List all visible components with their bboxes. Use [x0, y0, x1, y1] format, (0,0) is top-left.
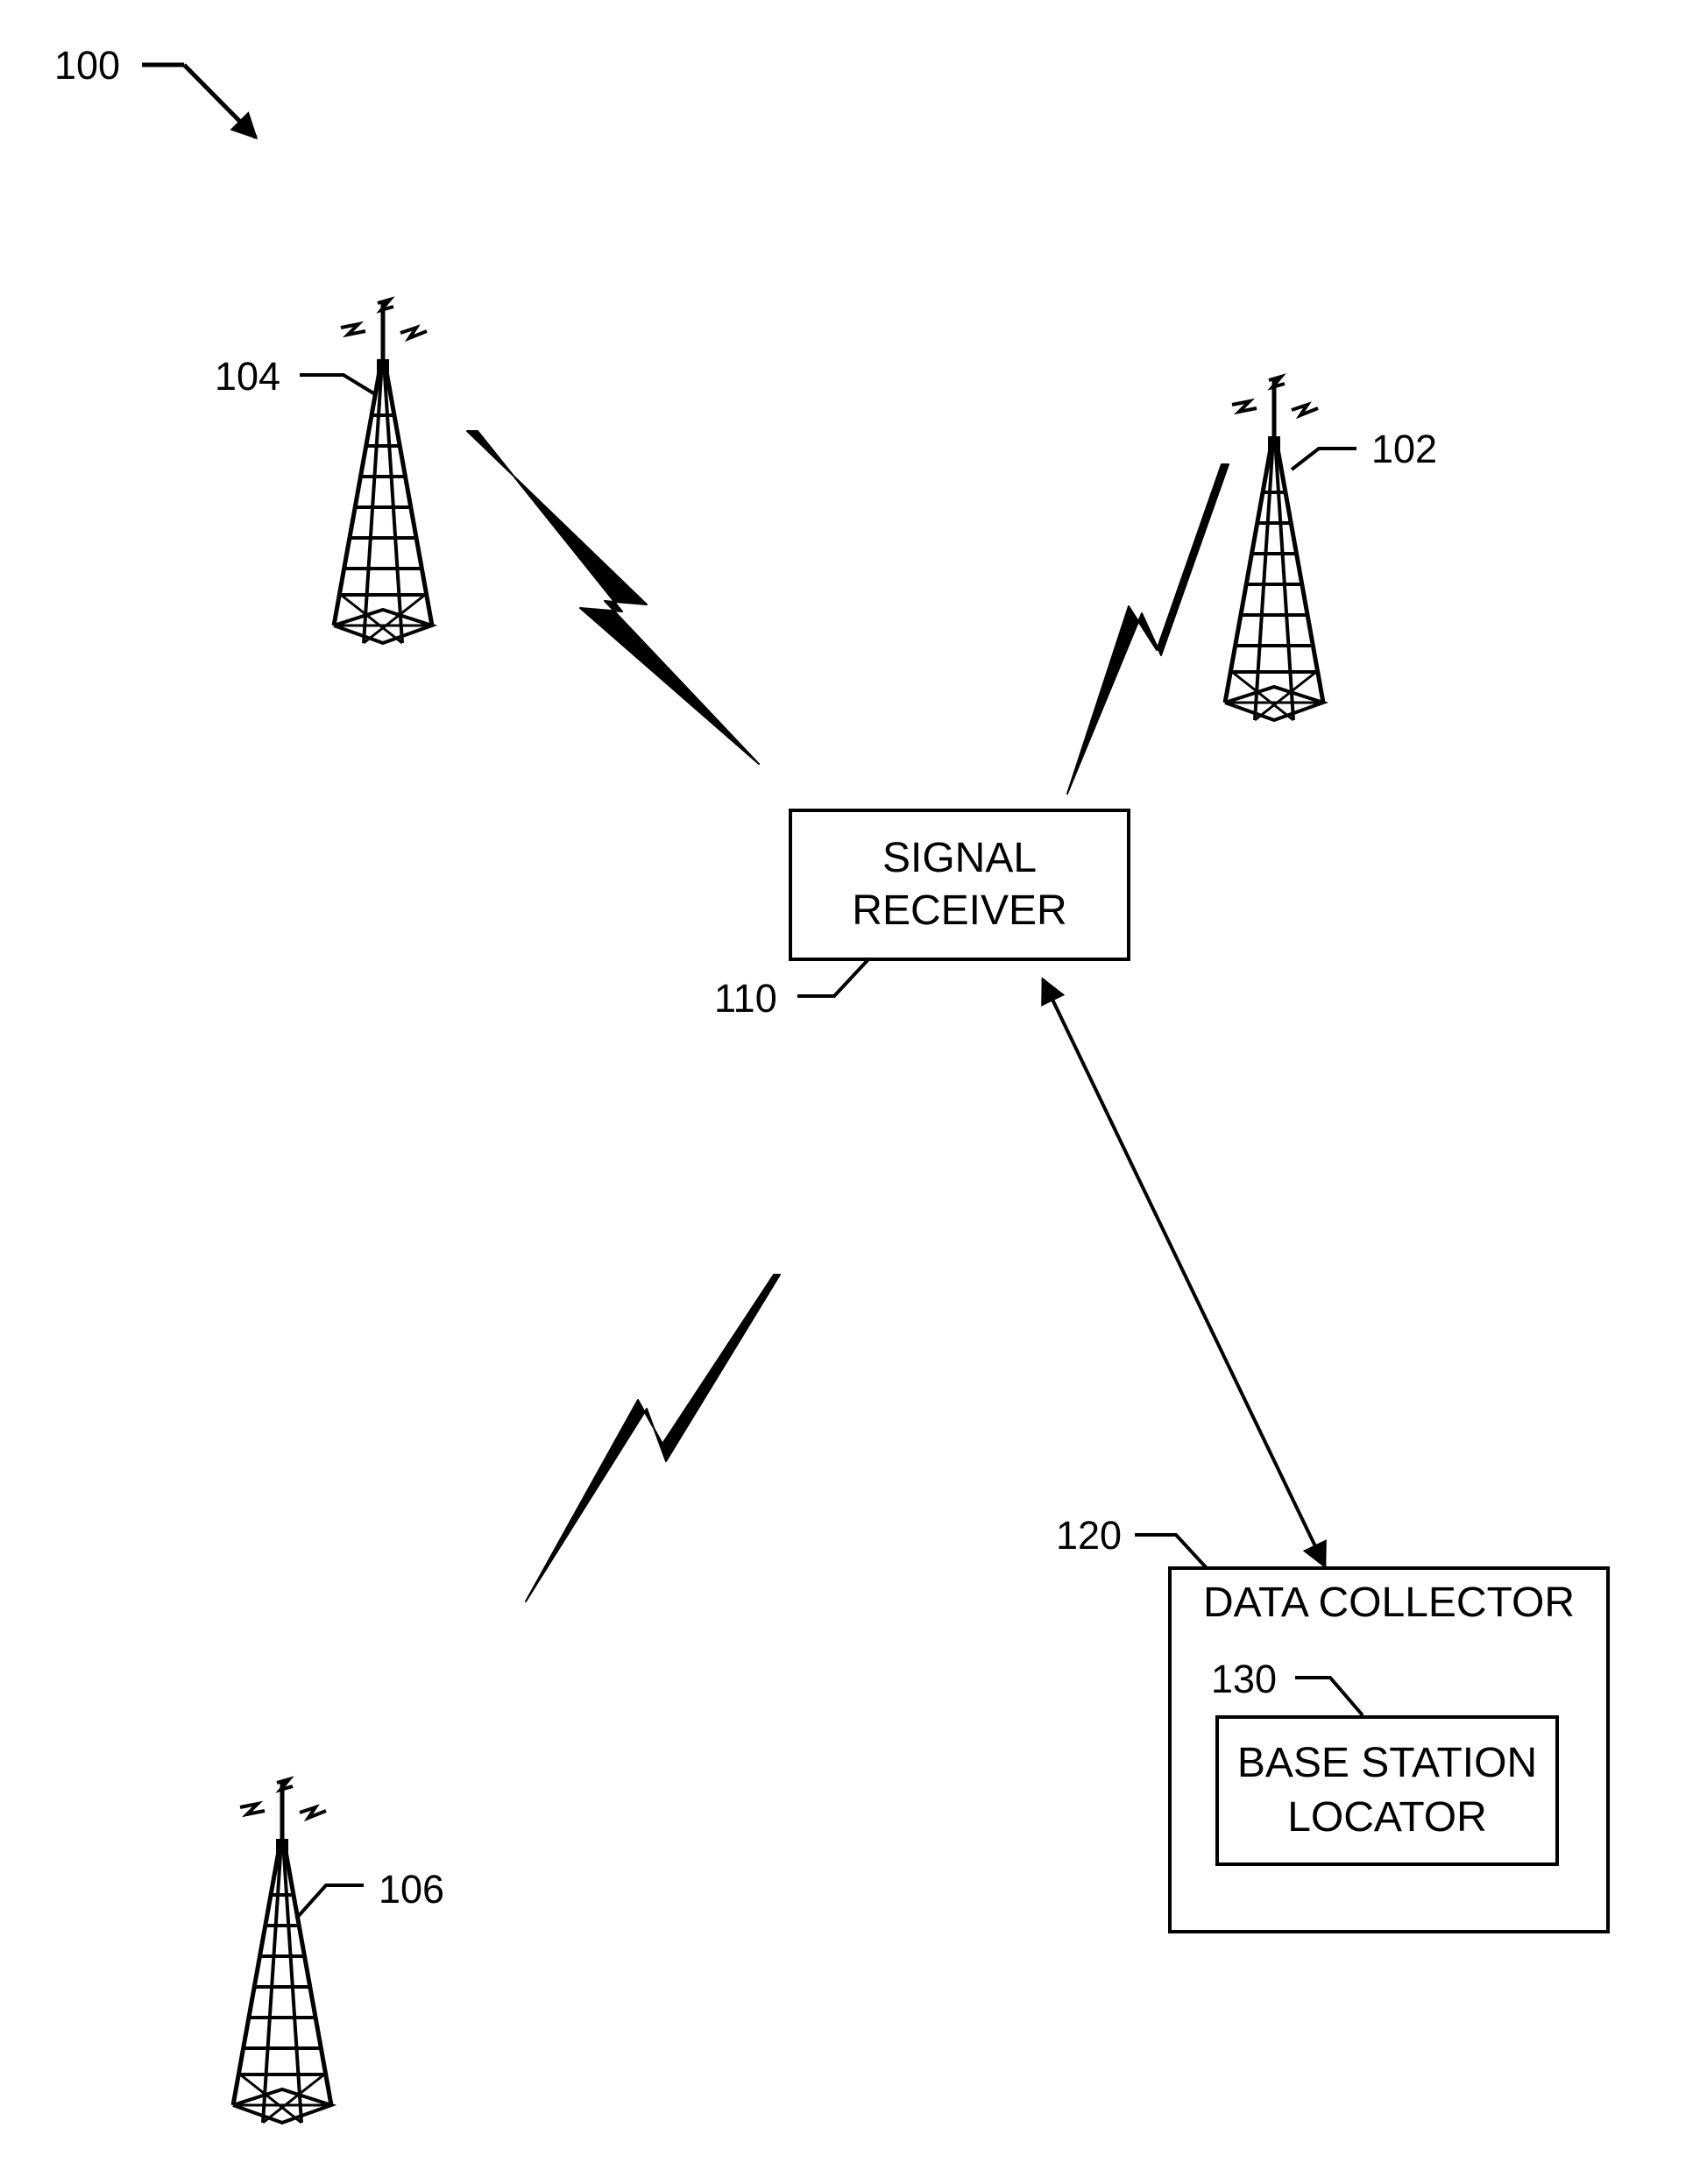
tower-102-leader-line: [1292, 449, 1356, 470]
figure-arrow-diagonal: [184, 65, 256, 138]
tower-106-leader-line: [296, 1885, 364, 1919]
signal-receiver-box: [790, 810, 1129, 959]
base-station-locator-label-line2: LOCATOR: [1287, 1794, 1487, 1841]
wireless-link-104-bolt: [467, 431, 759, 764]
receiver-collector-link-arrow: [1043, 979, 1325, 1566]
figure-number-label: 100: [54, 43, 120, 88]
data-collector: DATA COLLECTOR 120 BASE STATION LOCATOR …: [1056, 1513, 1608, 1932]
signal-receiver-label-line2: RECEIVER: [852, 887, 1066, 934]
data-collector-title: DATA COLLECTOR: [1203, 1580, 1575, 1626]
cell-tower-icon: [334, 300, 432, 643]
cell-tower-icon: [233, 1779, 331, 2123]
tower-104-ref-label: 104: [215, 354, 280, 399]
tower-104: 104: [215, 300, 432, 643]
base-station-locator-ref-label: 130: [1211, 1657, 1277, 1701]
cell-tower-icon: [1225, 377, 1323, 720]
signal-receiver-leader-line: [797, 958, 869, 996]
tower-102: 102: [1225, 377, 1437, 720]
wireless-link-106-bolt: [526, 1275, 780, 1601]
tower-106-ref-label: 106: [379, 1867, 444, 1912]
signal-receiver-label-line1: SIGNAL: [882, 835, 1037, 881]
tower-106: 106: [233, 1779, 444, 2123]
data-collector-ref-label: 120: [1056, 1513, 1122, 1558]
signal-receiver-ref-label: 110: [714, 976, 777, 1021]
data-collector-leader-line: [1135, 1535, 1207, 1568]
wireless-link-102-bolt: [1067, 464, 1229, 794]
base-station-locator-label-line1: BASE STATION: [1237, 1740, 1537, 1786]
tower-102-ref-label: 102: [1371, 427, 1437, 471]
tower-104-leader-line: [300, 375, 375, 394]
figure-reference: 100: [54, 43, 256, 138]
signal-receiver: SIGNAL RECEIVER 110: [714, 810, 1129, 1021]
